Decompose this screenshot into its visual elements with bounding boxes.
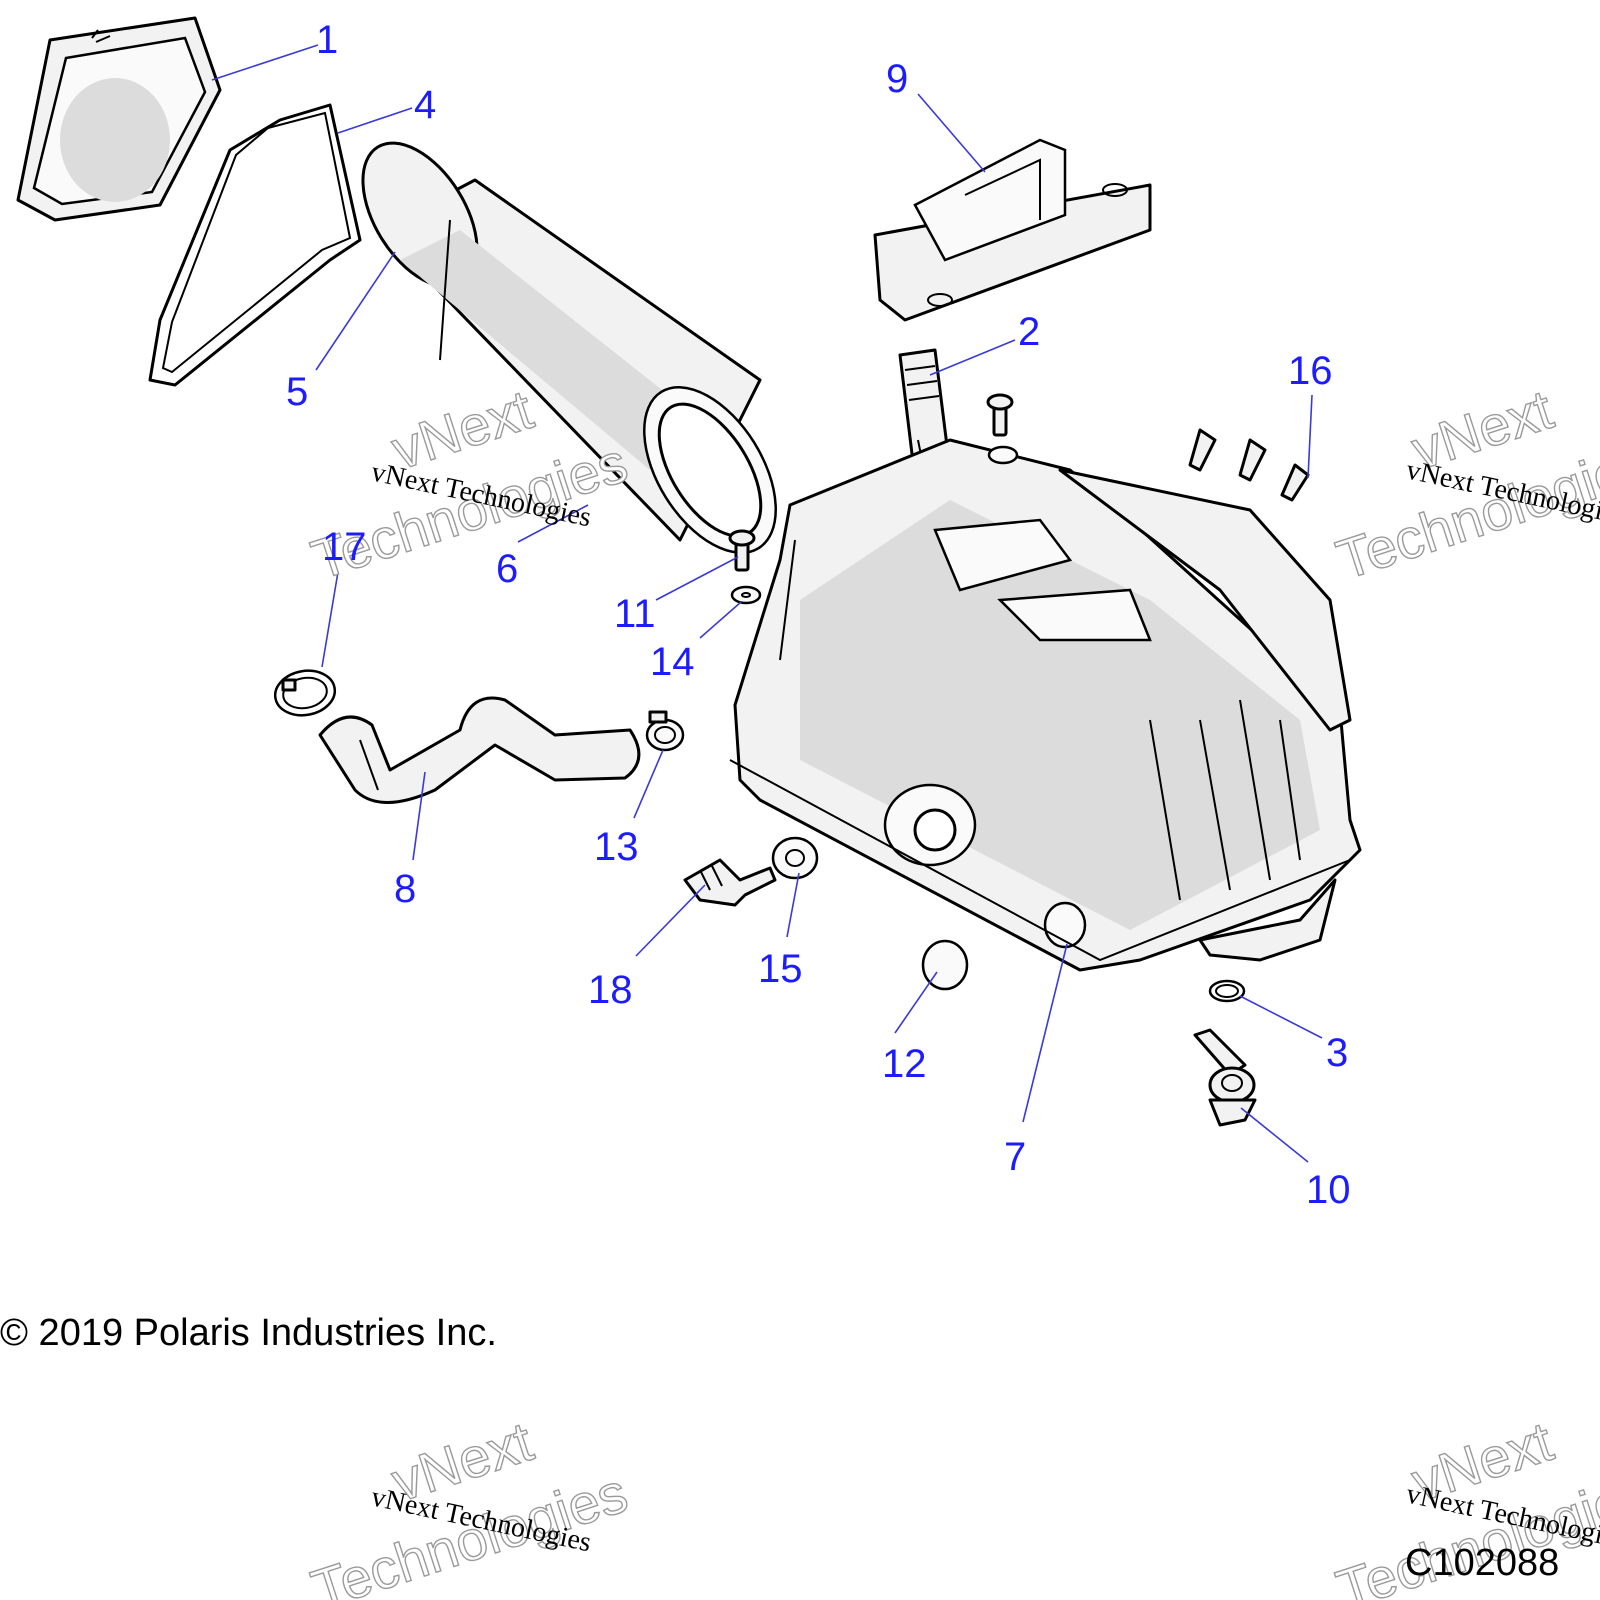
- part-3-o-ring: [1208, 979, 1246, 1003]
- watermark-3: vNext Technologies vNext Technologies: [304, 1408, 636, 1600]
- part-1-intake-frame: [16, 16, 222, 222]
- leader-13: [633, 749, 664, 819]
- part-11-bolt: [728, 529, 756, 572]
- callout-14: 14: [650, 640, 695, 684]
- callout-4: 4: [414, 83, 436, 127]
- callout-16: 16: [1288, 349, 1333, 393]
- callout-10: 10: [1306, 1168, 1351, 1212]
- part-4-gasket: [148, 103, 362, 387]
- leader-6: [517, 504, 589, 543]
- leader-18: [635, 884, 706, 957]
- part-5-air-filter: [361, 141, 777, 554]
- callout-7: 7: [1004, 1135, 1026, 1179]
- callout-15: 15: [758, 947, 803, 991]
- part-17-clamp: [273, 669, 337, 717]
- diagram-code: C102088: [1405, 1542, 1559, 1584]
- callout-11: 11: [614, 592, 656, 636]
- leader-9: [917, 93, 986, 173]
- leader-12: [894, 971, 938, 1034]
- callout-13: 13: [594, 825, 639, 869]
- callout-6: 6: [496, 547, 518, 591]
- callout-18: 18: [588, 968, 633, 1012]
- callout-9: 9: [886, 57, 908, 101]
- callout-labels: 1 2 3 4 5 6 7 8 9 10 11 12 13 14 15 16 1…: [286, 18, 1351, 1212]
- copyright-text: © 2019 Polaris Industries Inc.: [0, 1312, 497, 1354]
- callout-1: 1: [316, 18, 338, 62]
- part-14-washer: [730, 585, 762, 605]
- leader-5: [315, 251, 396, 371]
- leader-7: [1022, 943, 1068, 1123]
- callout-8: 8: [394, 867, 416, 911]
- callout-12: 12: [882, 1042, 927, 1086]
- watermark-2: vNext Technologies vNext Technologies: [1329, 376, 1600, 592]
- part-7-airbox: [729, 438, 1362, 972]
- part-9-cover: [873, 138, 1152, 322]
- part-18-sensor: [683, 858, 777, 907]
- part-10-drain-valve: [1193, 1028, 1257, 1127]
- callout-5: 5: [286, 370, 308, 414]
- callout-17: 17: [322, 525, 367, 569]
- part-13-clamp: [645, 710, 685, 752]
- leader-10: [1240, 1107, 1309, 1163]
- part-16-screws: [1188, 428, 1310, 502]
- leader-3: [1239, 995, 1323, 1039]
- part-15-grommet: [771, 836, 819, 880]
- leader-1: [211, 44, 319, 81]
- leader-2: [929, 339, 1016, 376]
- callout-3: 3: [1326, 1031, 1348, 1075]
- leader-4: [337, 107, 413, 134]
- leader-16: [1307, 394, 1313, 479]
- leader-lines: [211, 44, 1323, 1163]
- leader-8: [412, 771, 426, 861]
- part-8-hose: [318, 696, 641, 804]
- leader-17: [321, 571, 339, 668]
- leader-14: [699, 601, 742, 639]
- callout-2: 2: [1018, 310, 1040, 354]
- leader-15: [786, 872, 800, 938]
- leader-11: [655, 556, 739, 601]
- bolt-airbox-top: [986, 393, 1019, 465]
